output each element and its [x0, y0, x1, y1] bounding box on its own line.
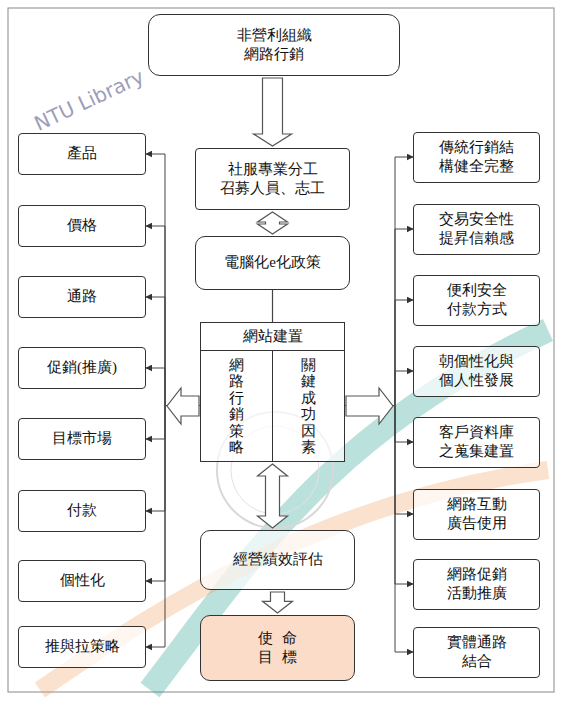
process-box: 目標市場	[18, 418, 146, 460]
process-box: 通路	[18, 276, 146, 318]
node-text: 付款	[67, 501, 97, 521]
bracket-connector	[146, 226, 201, 406]
process-box: 非營利組織 網路行銷	[148, 14, 400, 76]
bracket-connector	[146, 406, 201, 648]
node-text: 交易安全性 提昇信賴感	[432, 210, 522, 249]
outer-frame	[8, 8, 554, 692]
process-box: 付款	[18, 490, 146, 532]
node-text: 電腦化e化政策	[224, 253, 321, 273]
process-box: 促銷(推廣)	[18, 347, 146, 389]
process-box: 客戶資料庫 之蒐集建置	[413, 417, 540, 468]
node-text: 通路	[67, 287, 97, 307]
node-text: 便利安全 付款方式	[432, 281, 522, 320]
block-arrow	[258, 464, 288, 528]
table-cell: 網路行銷策略	[201, 350, 273, 461]
node-text: 價格	[67, 216, 97, 236]
block-arrow	[258, 212, 288, 234]
node-text: 客戶資料庫 之蒐集建置	[432, 423, 522, 462]
split-arrow	[346, 388, 393, 424]
table-cell: 關鍵成功因素	[273, 350, 344, 461]
process-box: 交易安全性 提昇信賴感	[413, 204, 540, 255]
bracket-connector	[146, 406, 201, 582]
table-box: 網站建置網路行銷策略 關鍵成功因素	[200, 322, 345, 462]
bracket-connector	[146, 406, 201, 512]
process-box: 便利安全 付款方式	[413, 275, 540, 326]
block-arrow	[263, 592, 293, 613]
process-box: 電腦化e化政策	[195, 236, 350, 290]
process-box: 推與拉策略	[18, 626, 146, 668]
node-text: 促銷(推廣)	[47, 358, 117, 378]
bracket-connector	[344, 229, 413, 406]
node-text: 網路互動 廣告使用	[432, 495, 522, 534]
node-text: 產品	[67, 144, 97, 164]
node-text: 經營績效評估	[233, 550, 323, 570]
bracket-connector	[146, 154, 201, 406]
process-box: 實體通路 結合	[413, 627, 540, 678]
node-text: 社服專業分工 召募人員、志工	[217, 160, 328, 199]
box-heading: 網站建置	[243, 327, 303, 347]
process-box: 朝個性化與 個人性發展	[413, 346, 540, 397]
bracket-connector	[344, 406, 413, 653]
node-text: 推與拉策略	[45, 637, 120, 657]
node-text: 個性化	[60, 571, 105, 591]
block-arrow	[254, 78, 292, 146]
watermark-text: NTU Library	[30, 64, 147, 136]
node-text: 關鍵成功因素	[301, 357, 316, 456]
bracket-connector	[344, 157, 413, 406]
process-box: 傳統行銷結 構健全完整	[413, 132, 540, 183]
process-box: 網路促銷 活動推廣	[413, 559, 540, 610]
node-text: 傳統行銷結 構健全完整	[432, 138, 522, 177]
node-text: 網路行銷策略	[229, 357, 244, 456]
node-text: 使命 目標	[247, 629, 309, 668]
process-box: 經營績效評估	[200, 530, 355, 590]
node-text: 朝個性化與 個人性發展	[432, 352, 522, 391]
connector-line	[272, 290, 273, 322]
process-box: 使命 目標	[200, 615, 355, 681]
process-box: 個性化	[18, 560, 146, 602]
process-box: 網路互動 廣告使用	[413, 489, 540, 540]
process-box: 價格	[18, 205, 146, 247]
process-box: 產品	[18, 133, 146, 175]
node-text: 網路促銷 活動推廣	[432, 565, 522, 604]
node-text: 目標市場	[52, 429, 112, 449]
split-arrow	[167, 388, 199, 424]
process-box: 社服專業分工 召募人員、志工	[195, 148, 350, 210]
bracket-connector	[146, 297, 201, 406]
node-text: 非營利組織 網路行銷	[207, 26, 342, 65]
node-text: 實體通路 結合	[432, 633, 522, 672]
